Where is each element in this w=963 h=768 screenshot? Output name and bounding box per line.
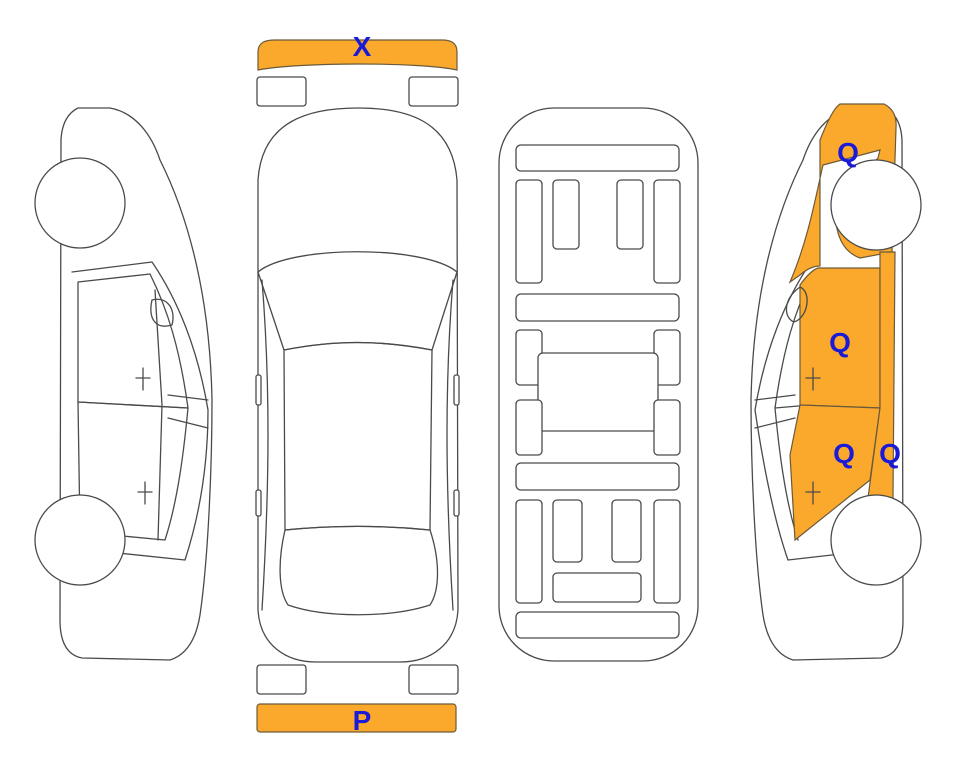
right-front-wheel	[830, 159, 922, 251]
front-left-tire	[256, 76, 307, 107]
underbody-spare-well	[552, 572, 642, 603]
top-view-right-mirror	[453, 374, 460, 406]
left-rear-handle	[137, 481, 153, 505]
right-side-pillar-line	[754, 394, 796, 429]
underbody-front-crossmember	[515, 144, 680, 172]
left-mirror	[150, 298, 174, 327]
rear-bumper-marker: P	[353, 705, 372, 736]
right-front-handle	[805, 367, 821, 391]
right-side-body-outline	[750, 107, 904, 661]
top-view: X P	[255, 31, 460, 736]
rear-bumper-panel	[256, 703, 457, 733]
underbody-rear-panel	[515, 611, 680, 639]
top-view-rear-window	[279, 525, 439, 616]
underbody-left-sill-rear	[515, 399, 543, 456]
underbody-right-block-rear	[611, 499, 642, 563]
left-front-handle	[135, 367, 151, 391]
top-view-left-handle	[255, 489, 262, 517]
right-rear-wheel	[830, 494, 922, 586]
top-view-left-pillar	[261, 279, 269, 611]
top-view-right-handle	[453, 489, 460, 517]
top-view-windshield	[257, 251, 458, 351]
left-front-door-line	[154, 289, 163, 541]
left-side-body-outline	[59, 107, 213, 661]
top-view-body-outline	[257, 107, 459, 663]
right-front-door-marker: Q	[829, 327, 851, 358]
underbody-left-rail-front	[515, 179, 543, 284]
left-side-view	[34, 107, 213, 661]
front-right-tire	[408, 76, 459, 107]
underbody-rear-crossmember	[515, 462, 680, 491]
right-rear-door-marker: Q	[833, 438, 855, 469]
left-side-roofline	[69, 261, 209, 561]
top-view-right-pillar	[446, 279, 454, 611]
left-side-rear-window	[77, 401, 189, 541]
front-bumper-marker: X	[353, 31, 372, 62]
left-rear-wheel	[34, 494, 126, 586]
underbody-right-sill-rear	[653, 399, 681, 456]
underbody-right-rail-rear	[653, 499, 681, 604]
underbody-view	[498, 107, 699, 662]
front-bumper-panel	[257, 39, 458, 71]
right-rear-handle	[805, 481, 821, 505]
right-front-fender-marker: Q	[837, 137, 859, 168]
left-side-pillar-line	[167, 394, 209, 429]
underbody-right-rail-front	[653, 179, 681, 284]
right-side-view: Q Q Q Q	[750, 103, 922, 661]
right-rocker-panel-marker: Q	[879, 438, 901, 469]
rear-right-tire	[408, 664, 459, 695]
top-view-left-mirror	[255, 374, 262, 406]
underbody-mid-crossmember	[515, 293, 680, 322]
underbody-right-block-front	[616, 179, 644, 250]
rear-left-tire	[256, 664, 307, 695]
underbody-left-rail-rear	[515, 499, 543, 604]
top-view-roof	[283, 341, 433, 531]
right-mirror	[785, 286, 808, 323]
underbody-left-block-rear	[552, 499, 583, 563]
right-rear-door-panel	[789, 404, 881, 542]
underbody-left-block-front	[552, 179, 580, 250]
left-front-wheel	[34, 157, 126, 249]
underbody-floor-pan	[537, 352, 659, 432]
